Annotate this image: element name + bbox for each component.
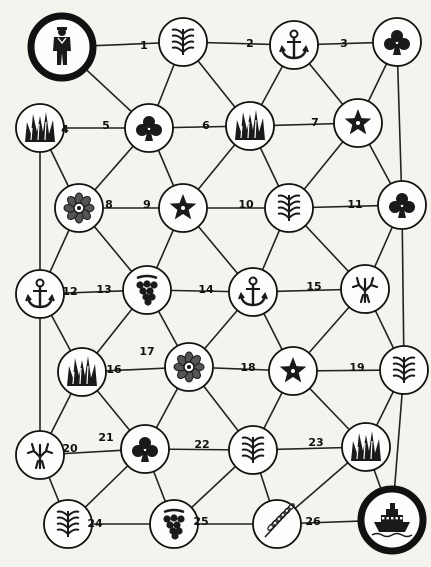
space-number-label: 10 [238,198,254,211]
flower-icon [64,193,94,223]
space-number-label: 1 [140,39,148,52]
space-number-label: 17 [139,345,154,358]
space-number-label: 3 [340,37,348,50]
board-space-22[interactable] [229,426,277,474]
space-number-label: 5 [102,119,110,132]
space-number-label: 16 [106,363,122,376]
board-space-23[interactable] [342,423,390,471]
board-space-19[interactable] [380,346,428,394]
space-number-label: 2 [246,37,254,50]
board-space-11[interactable] [378,181,426,229]
board-space-24[interactable] [44,500,92,548]
board-space-8[interactable] [55,184,103,232]
board-space-21[interactable] [121,425,169,473]
board-space-9[interactable] [159,184,207,232]
board-space-12[interactable] [16,270,64,318]
board-space-4[interactable] [16,104,64,152]
board-space-3[interactable] [373,18,421,66]
flower-icon [174,352,204,382]
space-number-label: 11 [347,198,362,211]
board-space-10[interactable] [265,184,313,232]
space-number-label: 25 [193,515,208,528]
board-space-7[interactable] [334,99,382,147]
space-number-label: 12 [62,285,77,298]
board-space-18[interactable] [269,347,317,395]
space-number-label: 7 [311,116,319,129]
finish-space[interactable] [361,489,423,551]
board-space-6[interactable] [226,102,274,150]
board-space-17[interactable] [165,343,213,391]
board-space-2[interactable] [270,21,318,69]
board-space-5[interactable] [125,104,173,152]
board-space-26[interactable] [253,500,301,548]
board-space-25[interactable] [150,500,198,548]
space-number-label: 19 [349,361,364,374]
space-number-label: 9 [143,198,151,211]
space-number-label: 15 [306,280,321,293]
space-number-label: 24 [87,517,103,530]
board-space-13[interactable] [123,266,171,314]
space-number-label: 13 [96,283,111,296]
space-number-label: 21 [98,431,113,444]
board-space-16[interactable] [58,348,106,396]
board-space-15[interactable] [341,265,389,313]
space-number-label: 14 [198,283,214,296]
space-number-label: 26 [305,515,321,528]
space-number-label: 18 [240,361,255,374]
board-space-1[interactable] [159,18,207,66]
board-space-20[interactable] [16,431,64,479]
space-number-label: 20 [62,442,78,455]
board-space-14[interactable] [229,268,277,316]
space-number-label: 23 [308,436,323,449]
space-number-label: 22 [194,438,209,451]
start-space[interactable] [31,16,93,78]
space-number-label: 4 [61,123,69,136]
space-number-label: 8 [105,198,113,211]
space-number-label: 6 [202,119,210,132]
